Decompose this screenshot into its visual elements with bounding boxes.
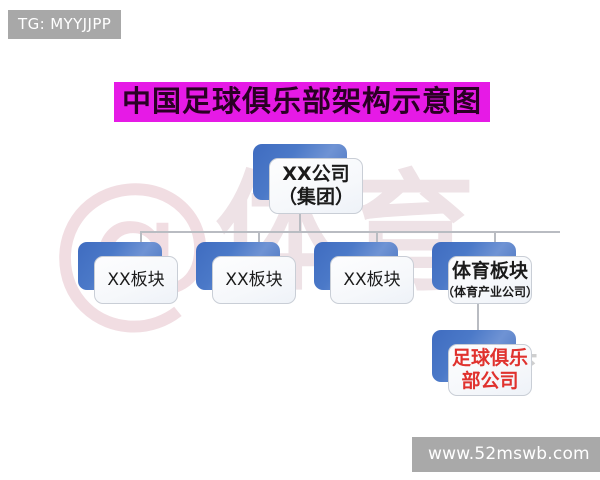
connector-drop-3 (376, 231, 378, 243)
node-label-line1: 体育板块 (451, 259, 528, 282)
connector-sports-to-club (477, 304, 479, 331)
node-card: XX公司 （集团） (269, 158, 363, 214)
node-card: XX板块 (330, 256, 414, 304)
telegram-handle-badge: TG: MYYJJPP (8, 10, 122, 39)
org-node-sports-division[interactable]: 体育板块 （体育产业公司） (432, 242, 538, 304)
node-label-line1: XX板块 (107, 269, 165, 290)
org-node-branch-1[interactable]: XX板块 (78, 242, 178, 304)
node-card: XX板块 (94, 256, 178, 304)
connector-drop-1 (140, 231, 142, 243)
org-node-branch-3[interactable]: XX板块 (314, 242, 414, 304)
node-label-line2: 部公司 (461, 370, 519, 392)
page-title: 中国足球俱乐部架构示意图 (114, 82, 491, 123)
node-label-line1: XX板块 (225, 269, 283, 290)
node-label-subtext: （体育产业公司） (442, 284, 539, 299)
connector-root-down (299, 214, 301, 232)
node-card: 足球俱乐 部公司 (448, 344, 532, 396)
node-card: XX板块 (212, 256, 296, 304)
node-label-line1: XX板块 (343, 269, 401, 290)
connector-horizontal-bar (140, 231, 560, 233)
connector-drop-4 (494, 231, 496, 243)
connector-drop-2 (258, 231, 260, 243)
node-label-line2: （集团） (277, 186, 354, 208)
source-url-badge: www.52mswb.com (412, 437, 600, 472)
node-card: 体育板块 （体育产业公司） (442, 256, 538, 304)
node-label-line1: 足球俱乐 (451, 347, 528, 370)
org-node-root[interactable]: XX公司 （集团） (253, 144, 363, 214)
org-node-branch-2[interactable]: XX板块 (196, 242, 296, 304)
node-label-line1: XX公司 (282, 163, 350, 186)
org-node-football-club[interactable]: 足球俱乐 部公司 (432, 330, 532, 396)
